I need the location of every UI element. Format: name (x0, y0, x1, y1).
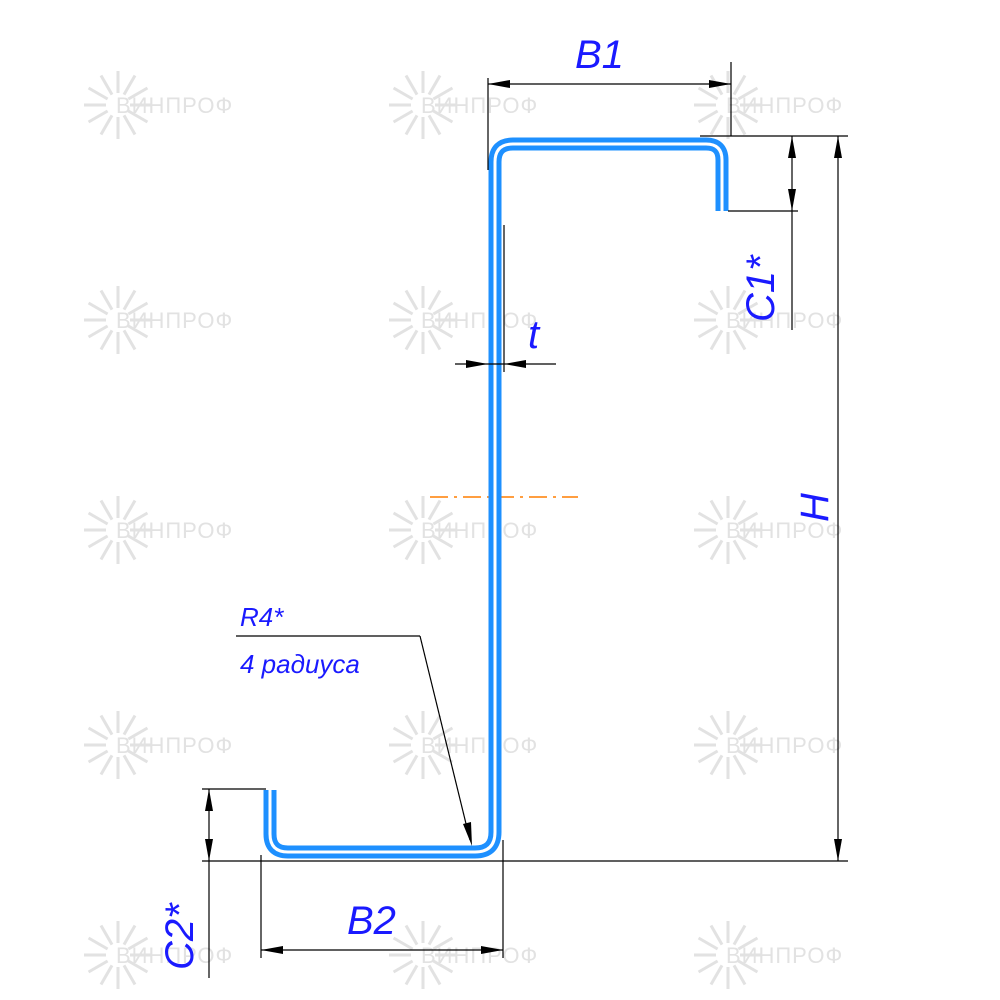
svg-text:ВИНПРОФ: ВИНПРОФ (116, 518, 233, 543)
svg-text:ВИНПРОФ: ВИНПРОФ (726, 308, 843, 333)
label-h: H (793, 493, 837, 522)
watermark-layer: ВИНПРОФ ВИНПРОФ ВИНПРОФ ВИНПРОФ ВИНПРОФ ВИНПР… (84, 71, 843, 989)
svg-text:ВИНПРОФ: ВИНПРОФ (726, 93, 843, 118)
watermark-logo: ВИНПРОФ (694, 71, 843, 139)
svg-text:ВИНПРОФ: ВИНПРОФ (116, 93, 233, 118)
svg-text:ВИНПРОФ: ВИНПРОФ (726, 943, 843, 968)
label-c2: C2* (158, 902, 202, 970)
svg-text:ВИНПРОФ: ВИНПРОФ (726, 518, 843, 543)
dimension-c2 (202, 788, 500, 978)
dimension-b1 (487, 62, 732, 170)
watermark-logo: ВИНПРОФ (84, 921, 233, 989)
svg-text:ВИНПРОФ: ВИНПРОФ (421, 93, 538, 118)
label-b2: B2 (347, 899, 396, 943)
watermark-logo: ВИНПРОФ (84, 711, 233, 779)
watermark-logo: ВИНПРОФ (389, 496, 538, 564)
dimension-c1 (700, 135, 848, 330)
watermark-logo: ВИНПРОФ (389, 71, 538, 139)
label-radius-count: 4 радиуса (240, 649, 360, 679)
svg-text:ВИНПРОФ: ВИНПРОФ (421, 943, 538, 968)
watermark-logo: ВИНПРОФ (84, 286, 233, 354)
svg-text:ВИНПРОФ: ВИНПРОФ (421, 518, 538, 543)
watermark-logo: ВИНПРОФ (389, 921, 538, 989)
label-radius: R4* (240, 602, 284, 632)
label-c1: C1* (739, 254, 783, 322)
svg-text:ВИНПРОФ: ВИНПРОФ (116, 733, 233, 758)
dimension-t (455, 225, 556, 372)
label-b1: B1 (575, 33, 624, 77)
watermark-logo: ВИНПРОФ (694, 921, 843, 989)
watermark-logo: ВИНПРОФ (694, 496, 843, 564)
z-profile (263, 137, 729, 859)
svg-text:ВИНПРОФ: ВИНПРОФ (116, 308, 233, 333)
svg-text:ВИНПРОФ: ВИНПРОФ (421, 733, 538, 758)
watermark-logo: ВИНПРОФ (84, 496, 233, 564)
radius-leader (236, 635, 472, 846)
svg-text:ВИНПРОФ: ВИНПРОФ (421, 308, 538, 333)
svg-text:ВИНПРОФ: ВИНПРОФ (116, 943, 233, 968)
label-t: t (528, 313, 541, 357)
svg-text:ВИНПРОФ: ВИНПРОФ (726, 733, 843, 758)
watermark-logo: ВИНПРОФ (694, 711, 843, 779)
watermark-logo: ВИНПРОФ (389, 711, 538, 779)
dimension-b2 (260, 840, 504, 958)
watermark-logo: ВИНПРОФ (84, 71, 233, 139)
watermark-logo: ВИНПРОФ (389, 286, 538, 354)
dimension-h (500, 136, 848, 862)
watermark-logo: ВИНПРОФ (694, 286, 843, 354)
